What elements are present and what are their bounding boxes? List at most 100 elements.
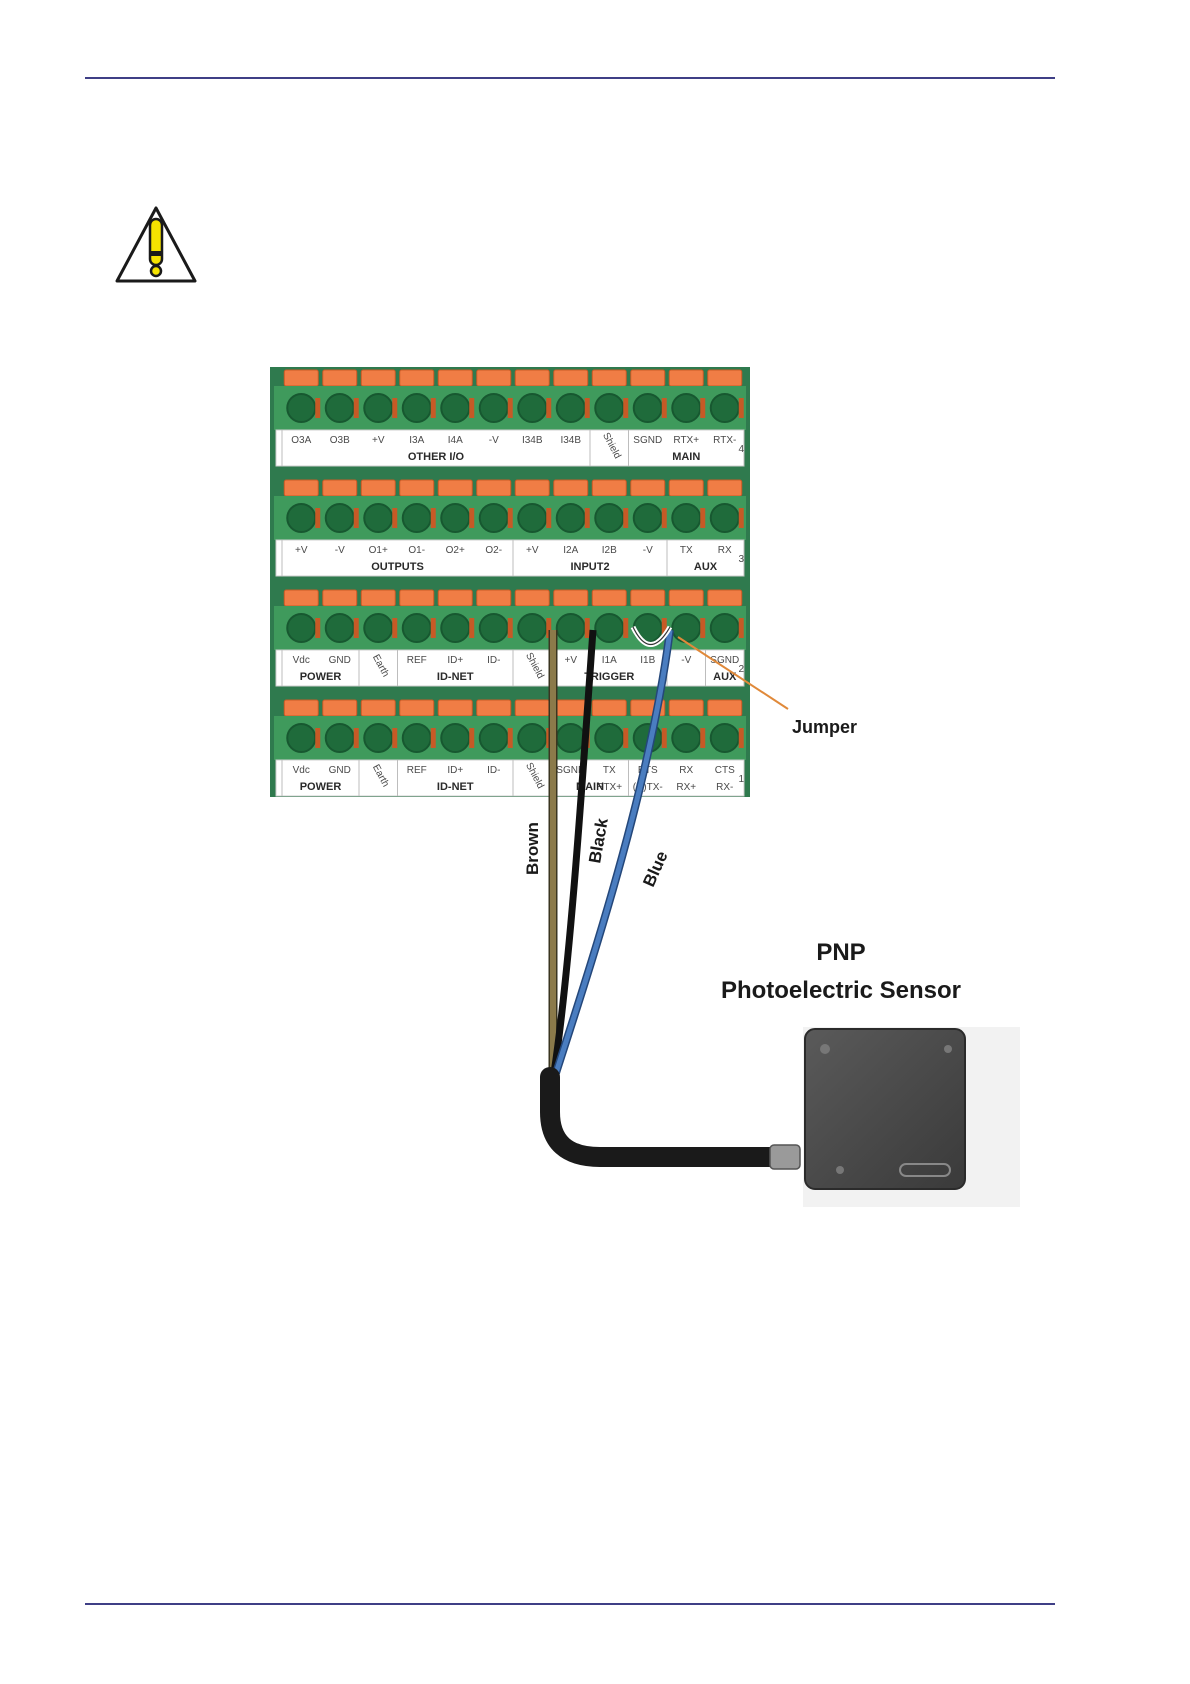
terminal-hole[interactable] xyxy=(478,613,509,643)
terminal-label: GND xyxy=(329,655,351,666)
lever[interactable] xyxy=(707,589,743,607)
terminal-hole[interactable] xyxy=(517,613,548,643)
terminal-label: +V xyxy=(372,435,385,446)
lever[interactable] xyxy=(399,699,435,717)
terminal-hole[interactable] xyxy=(709,613,740,643)
terminal-hole[interactable] xyxy=(671,613,702,643)
terminal-hole[interactable] xyxy=(478,503,509,533)
lever[interactable] xyxy=(668,479,704,497)
lever[interactable] xyxy=(591,699,627,717)
lever[interactable] xyxy=(668,699,704,717)
lever[interactable] xyxy=(283,589,319,607)
lever[interactable] xyxy=(437,479,473,497)
lever[interactable] xyxy=(399,479,435,497)
terminal-hole[interactable] xyxy=(286,723,317,753)
terminal-hole[interactable] xyxy=(555,613,586,643)
terminal-hole[interactable] xyxy=(363,723,394,753)
terminal-hole[interactable] xyxy=(555,723,586,753)
lever[interactable] xyxy=(360,479,396,497)
sensor-cable xyxy=(540,1067,790,1167)
lever[interactable] xyxy=(630,479,666,497)
terminal-label: SGND xyxy=(556,765,585,776)
lever[interactable] xyxy=(553,589,589,607)
terminal-hole[interactable] xyxy=(594,723,625,753)
lever[interactable] xyxy=(476,369,512,387)
lever[interactable] xyxy=(514,369,550,387)
lever[interactable] xyxy=(399,369,435,387)
lever[interactable] xyxy=(322,699,358,717)
lever[interactable] xyxy=(322,369,358,387)
lever[interactable] xyxy=(668,369,704,387)
terminal-label: -V xyxy=(681,655,691,666)
lever[interactable] xyxy=(322,589,358,607)
lever[interactable] xyxy=(437,699,473,717)
terminal-hole[interactable] xyxy=(709,393,740,423)
lever[interactable] xyxy=(437,369,473,387)
lever[interactable] xyxy=(630,589,666,607)
terminal-hole[interactable] xyxy=(594,393,625,423)
terminal-hole[interactable] xyxy=(671,393,702,423)
lever[interactable] xyxy=(322,479,358,497)
lever[interactable] xyxy=(591,369,627,387)
lever[interactable] xyxy=(707,479,743,497)
lever[interactable] xyxy=(437,589,473,607)
terminal-hole[interactable] xyxy=(363,393,394,423)
terminal-hole[interactable] xyxy=(709,503,740,533)
lever[interactable] xyxy=(476,699,512,717)
terminal-hole[interactable] xyxy=(632,393,663,423)
lever[interactable] xyxy=(476,479,512,497)
lever[interactable] xyxy=(476,589,512,607)
terminal-hole[interactable] xyxy=(401,613,432,643)
lever[interactable] xyxy=(283,369,319,387)
terminal-hole[interactable] xyxy=(440,393,471,423)
lever[interactable] xyxy=(668,589,704,607)
lever[interactable] xyxy=(707,369,743,387)
lever[interactable] xyxy=(360,589,396,607)
terminal-hole[interactable] xyxy=(671,503,702,533)
terminal-hole[interactable] xyxy=(594,613,625,643)
lever[interactable] xyxy=(360,369,396,387)
terminal-hole[interactable] xyxy=(401,393,432,423)
lever[interactable] xyxy=(630,369,666,387)
terminal-hole[interactable] xyxy=(363,613,394,643)
terminal-hole[interactable] xyxy=(555,393,586,423)
terminal-hole[interactable] xyxy=(478,393,509,423)
terminal-hole[interactable] xyxy=(517,723,548,753)
group-label: TRIGGER xyxy=(584,671,634,683)
lever[interactable] xyxy=(360,699,396,717)
terminal-hole[interactable] xyxy=(440,503,471,533)
terminal-hole[interactable] xyxy=(324,723,355,753)
lever[interactable] xyxy=(283,699,319,717)
lever[interactable] xyxy=(283,479,319,497)
terminal-hole[interactable] xyxy=(555,503,586,533)
terminal-hole[interactable] xyxy=(440,613,471,643)
terminal-hole[interactable] xyxy=(401,723,432,753)
terminal-hole[interactable] xyxy=(324,503,355,533)
terminal-hole[interactable] xyxy=(286,613,317,643)
lever[interactable] xyxy=(514,589,550,607)
lever[interactable] xyxy=(514,479,550,497)
terminal-label: REF xyxy=(407,765,427,776)
lever[interactable] xyxy=(553,479,589,497)
terminal-hole[interactable] xyxy=(286,393,317,423)
terminal-hole[interactable] xyxy=(709,723,740,753)
terminal-hole[interactable] xyxy=(594,503,625,533)
terminal-hole[interactable] xyxy=(517,503,548,533)
lever[interactable] xyxy=(553,369,589,387)
terminal-hole[interactable] xyxy=(401,503,432,533)
terminal-hole[interactable] xyxy=(632,503,663,533)
lever[interactable] xyxy=(399,589,435,607)
terminal-hole[interactable] xyxy=(324,393,355,423)
lever[interactable] xyxy=(591,479,627,497)
terminal-hole[interactable] xyxy=(286,503,317,533)
terminal-hole[interactable] xyxy=(363,503,394,533)
lever[interactable] xyxy=(707,699,743,717)
terminal-hole[interactable] xyxy=(478,723,509,753)
terminal-hole[interactable] xyxy=(324,613,355,643)
lever[interactable] xyxy=(514,699,550,717)
terminal-hole[interactable] xyxy=(671,723,702,753)
lever[interactable] xyxy=(553,699,589,717)
terminal-hole[interactable] xyxy=(517,393,548,423)
terminal-hole[interactable] xyxy=(440,723,471,753)
lever[interactable] xyxy=(591,589,627,607)
